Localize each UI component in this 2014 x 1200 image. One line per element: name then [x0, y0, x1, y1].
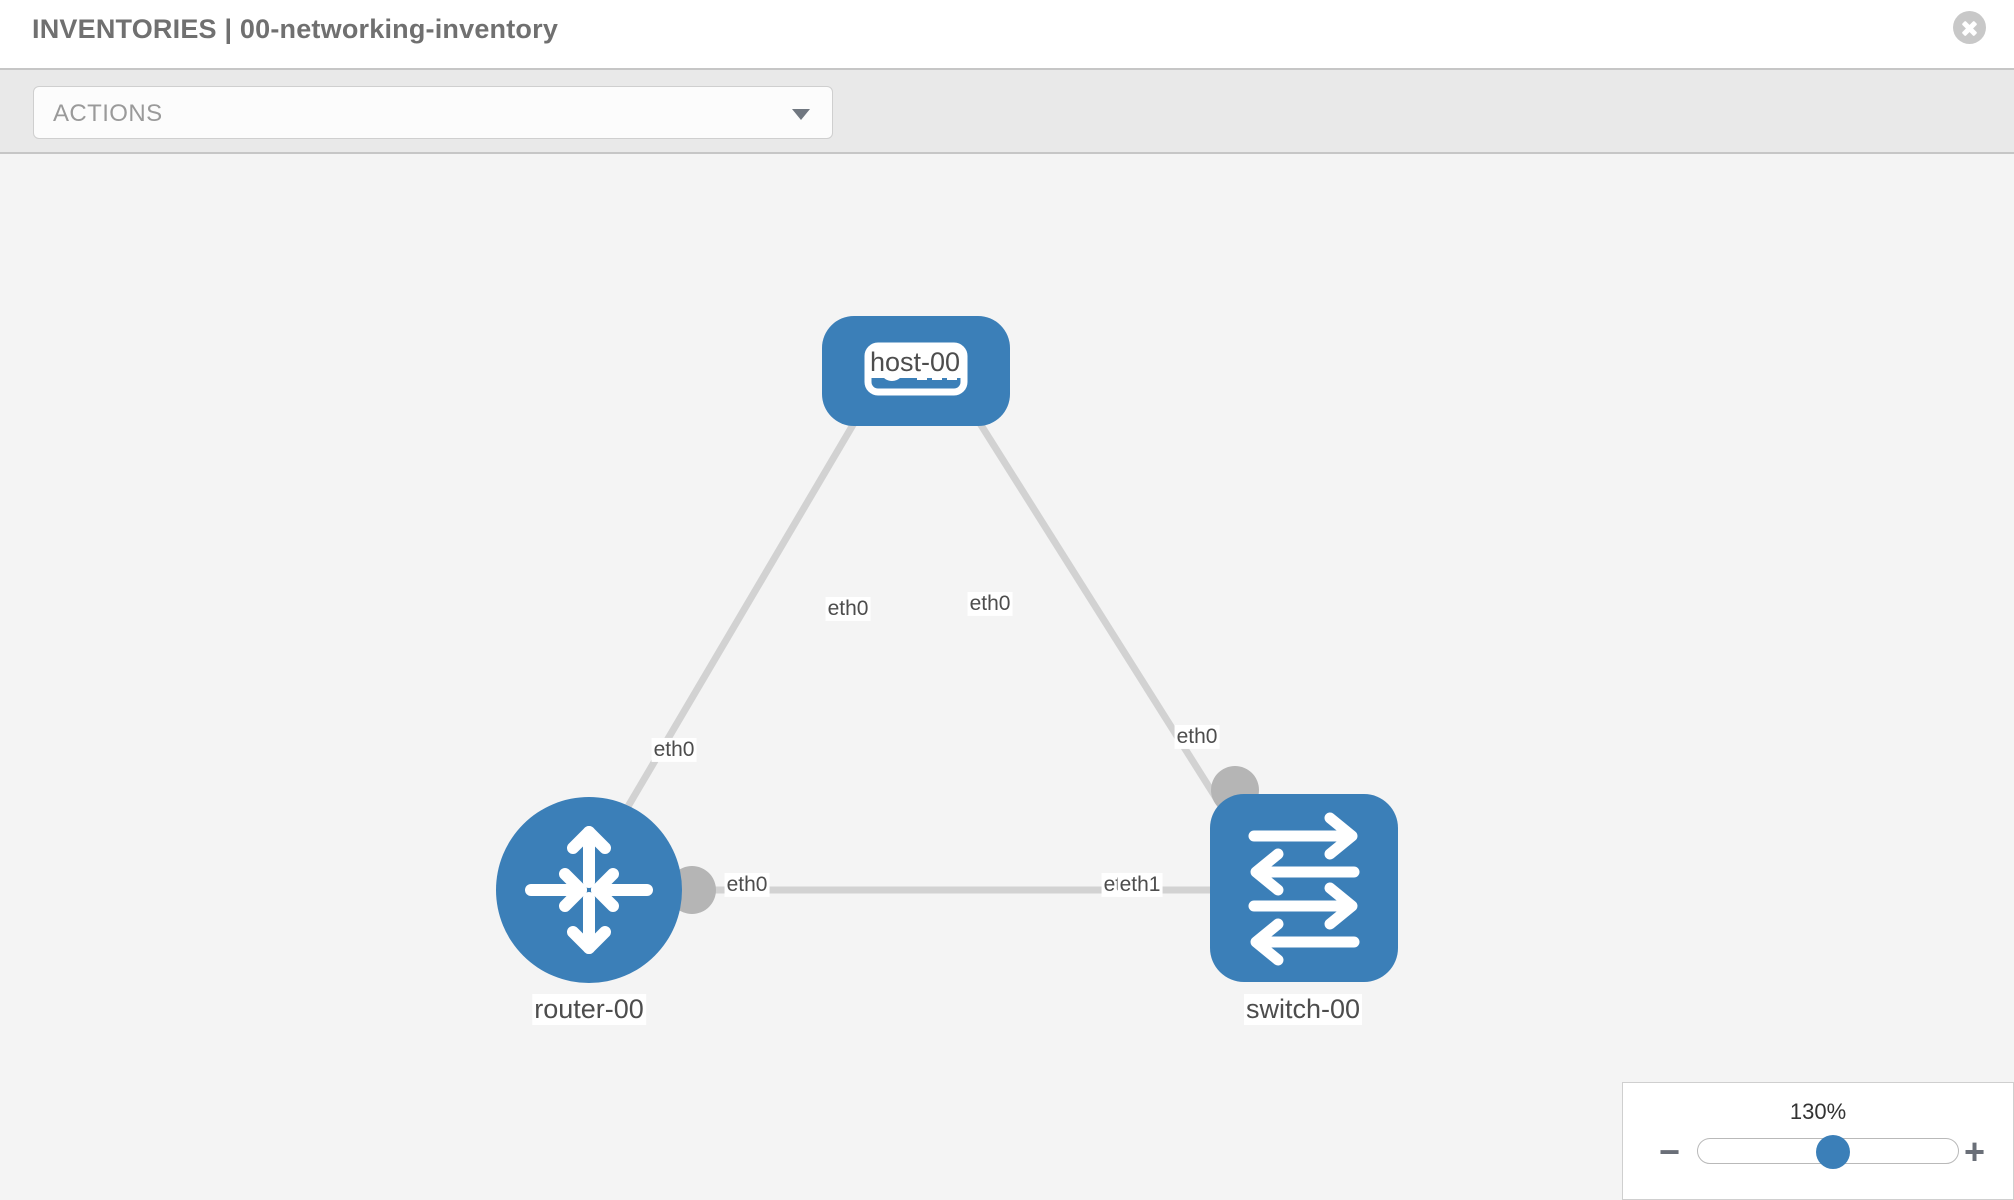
zoom-slider-handle[interactable] [1815, 1135, 1850, 1169]
zoom-control-panel: 130% − + [1622, 1082, 2014, 1200]
edge-label-switch-eth1: eth1 [1117, 872, 1163, 898]
topology-graph [496, 316, 1398, 983]
edge-label-host-eth0-right: eth0 [967, 591, 1013, 617]
edge-label-router-eth0: eth0 [724, 872, 770, 898]
toolbar: ACTIONS SEARCH [0, 68, 2014, 208]
edge-label-host-eth0-left: eth0 [825, 596, 871, 622]
node-label-switch-00: switch-00 [1243, 994, 1363, 1026]
zoom-slider-track[interactable] [1697, 1135, 1959, 1169]
edge-label-switch-eth0-uplink: eth0 [1174, 724, 1220, 750]
chevron-down-icon [792, 109, 810, 120]
page-title: INVENTORIES | 00-networking-inventory [32, 14, 559, 44]
zoom-in-button[interactable]: + [1963, 1131, 1985, 1172]
close-icon[interactable] [1953, 11, 1986, 44]
node-switch-00[interactable] [1210, 794, 1398, 982]
node-router-00[interactable] [496, 797, 682, 983]
topology-canvas[interactable]: host-00 router-00 switch-00 eth0 eth0 et… [0, 154, 2014, 1200]
node-label-router-00: router-00 [532, 994, 646, 1026]
zoom-level-value: 130% [1789, 1099, 1847, 1124]
actions-dropdown[interactable]: ACTIONS [33, 86, 833, 139]
edge-host-router[interactable] [596, 377, 884, 856]
actions-dropdown-label: ACTIONS [53, 100, 163, 127]
node-label-host-00: host-00 [867, 347, 963, 379]
title-bar: INVENTORIES | 00-networking-inventory [0, 0, 2014, 68]
zoom-out-button[interactable]: − [1659, 1131, 1681, 1172]
edge-host-switch[interactable] [949, 377, 1248, 846]
edge-label-router-eth0-uplink: eth0 [651, 737, 697, 763]
